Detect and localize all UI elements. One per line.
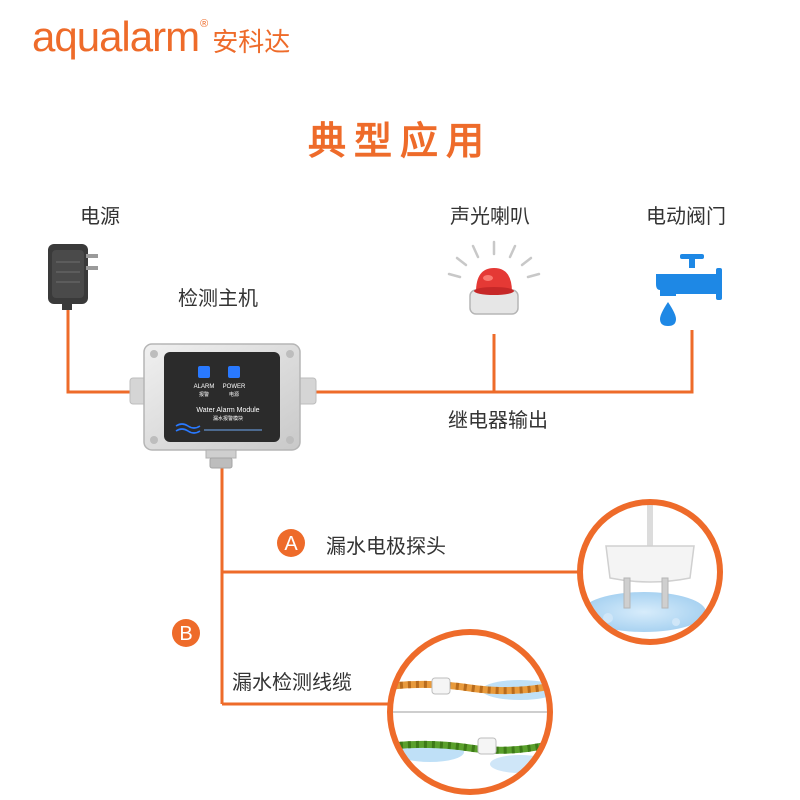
module-name: Water Alarm Module: [196, 407, 259, 414]
wave-logo-icon: [175, 423, 201, 434]
badge-b: B: [172, 619, 200, 647]
siren-light-icon: [447, 240, 541, 315]
water-faucet-icon: [656, 254, 722, 326]
power-wire: [66, 300, 146, 394]
main-unit-device: ALARM 报警 POWER 电源 Water Alarm Module 漏水报…: [129, 343, 317, 469]
brand-name: aqualarm: [32, 13, 200, 60]
cable-label: 漏水检测线缆: [232, 670, 352, 694]
power-led-label-cn: 电源: [229, 391, 239, 398]
badge-b-text: B: [179, 623, 192, 645]
brand-cn-name: 安科达: [212, 28, 291, 58]
main-unit-label: 检测主机: [178, 286, 258, 310]
brand-logo: aqualarm ® 安科达: [32, 12, 290, 62]
power-label: 电源: [80, 204, 120, 228]
probe-label: 漏水电极探头: [326, 534, 446, 558]
device-panel: [164, 352, 280, 442]
probe-detail-circle: [577, 499, 723, 645]
siren-label: 声光喇叭: [450, 204, 530, 228]
alarm-led-label: ALARM: [194, 384, 215, 390]
module-name-cn: 漏水报警模块: [213, 415, 243, 422]
relay-output-label: 继电器输出: [448, 408, 548, 432]
registered-mark: ®: [200, 18, 209, 30]
alarm-led-label-cn: 报警: [199, 391, 209, 398]
relay-wire: [300, 330, 694, 394]
wiring: [66, 300, 694, 706]
cable-gland: [205, 449, 237, 459]
badge-a-text: A: [284, 533, 298, 555]
power-led-label: POWER: [223, 384, 246, 390]
badge-a: A: [277, 529, 305, 557]
valve-label: 电动阀门: [646, 204, 726, 228]
page-title: 典型应用: [307, 119, 492, 163]
cable-detail-circle: [387, 629, 553, 795]
power-adapter-icon: [48, 244, 98, 310]
